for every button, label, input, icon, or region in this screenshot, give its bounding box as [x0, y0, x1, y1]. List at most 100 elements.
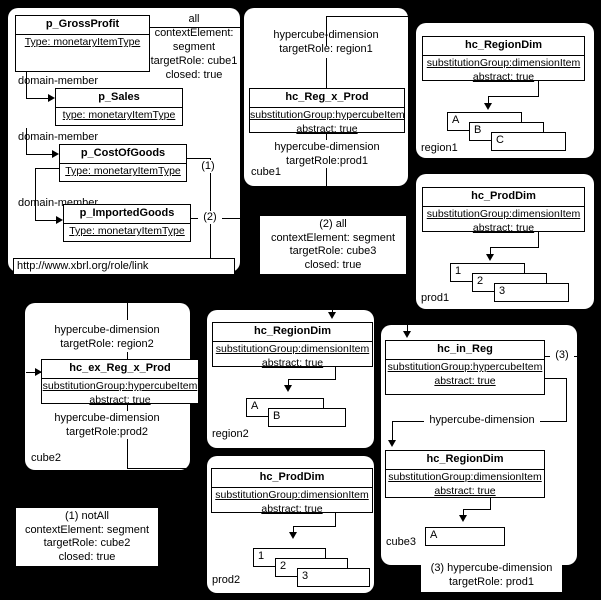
note-1: (1) notAll contextElement: segment targe…: [16, 508, 158, 566]
connector-region1-members-v1: [538, 81, 539, 96]
element-name: hc_ProdDim: [423, 188, 584, 207]
connector-prod2-members-v1: [335, 513, 336, 526]
element-box-p-gross-profit[interactable]: p_GrossProfit Type: monetaryItemType: [15, 15, 150, 72]
label-domain-member-1: domain-member: [18, 75, 99, 87]
connector-cube2-region2-v2: [127, 352, 128, 359]
element-attribute: type: monetaryItemType: [62, 109, 176, 121]
member-box[interactable]: B: [268, 408, 346, 427]
connector-cube3-dim-v1: [566, 378, 567, 408]
element-name: hc_ProdDim: [212, 469, 372, 488]
connector-prod1-members-v1: [538, 232, 539, 247]
element-box-hc-proddim-prod2[interactable]: hc_ProdDim substitutionGroup:dimensionIt…: [211, 468, 373, 516]
connector-dm1-h: [26, 98, 48, 99]
connector-cube1-region1-v1: [326, 16, 327, 46]
element-box-p-sales[interactable]: p_Sales type: monetaryItemType: [55, 88, 183, 126]
element-box-hc-reg-x-prod[interactable]: hc_Reg_x_Prod substitutionGroup:hypercub…: [249, 88, 405, 136]
connector-prod1-members-h: [490, 247, 539, 248]
element-attribute: Type: monetaryItemType: [24, 36, 141, 48]
element-name: p_ImportedGoods: [64, 205, 190, 224]
connector-prod2-members-v2: [293, 526, 294, 534]
connector-cube2-prod2-v2: [127, 439, 128, 468]
label-cube1-name: cube1: [251, 166, 281, 178]
connector-cube3-dim-v2: [566, 408, 567, 421]
element-attribute: substitutionGroup:hypercubeItem: [387, 361, 543, 373]
arrowhead-into-region2: [328, 312, 336, 319]
connector-dm3-v: [35, 168, 36, 220]
element-attribute: substitutionGroup:dimensionItem: [426, 57, 581, 69]
connector-cube3-member-v1: [490, 498, 491, 509]
element-box-hc-proddim-prod1[interactable]: hc_ProdDim substitutionGroup:dimensionIt…: [422, 187, 585, 235]
connector-region2-members-v1: [335, 367, 336, 379]
label-cube2-arc-top: hypercube-dimension targetRole: region2: [54, 324, 160, 350]
connector-cube3-member-h: [463, 509, 491, 510]
connector-dm3-h: [35, 220, 59, 221]
connector-prod1-members-v2: [490, 247, 491, 256]
connector-marker1-v: [210, 158, 211, 258]
element-attributes: substitutionGroup:dimensionItem abstract…: [423, 207, 584, 235]
element-box-hc-in-reg[interactable]: hc_in_Reg substitutionGroup:hypercubeIte…: [385, 340, 545, 395]
element-attributes: type: monetaryItemType: [56, 108, 182, 122]
element-attribute: abstract: true: [261, 357, 324, 369]
element-attribute: abstract: true: [472, 222, 535, 234]
connector-cube1-prod1-v1: [326, 133, 327, 140]
element-attributes: substitutionGroup:dimensionItem abstract…: [386, 470, 544, 498]
element-box-p-cost-of-goods[interactable]: p_CostOfGoods Type: monetaryItemType: [59, 144, 187, 182]
label-cube2-arc-bottom: hypercube-dimension targetRole:prod2: [54, 412, 160, 438]
label-cube1-arc-top: hypercube-dimension targetRole: region1: [273, 29, 378, 55]
element-attributes: substitutionGroup:hypercubeItem abstract…: [386, 360, 544, 388]
member-box[interactable]: A: [425, 527, 505, 546]
element-attributes: substitutionGroup:hypercubeItem abstract…: [250, 108, 404, 136]
connector-into-region2-v: [332, 303, 333, 315]
member-box[interactable]: C: [491, 132, 566, 151]
member-box[interactable]: 3: [494, 283, 569, 302]
element-name: p_CostOfGoods: [60, 145, 186, 164]
element-attribute: substitutionGroup:hypercubeItem: [250, 109, 404, 121]
connector-dm2-h: [26, 154, 52, 155]
arrowhead-region2-members: [284, 385, 292, 392]
element-attribute: abstract: true: [472, 71, 535, 83]
element-attribute: abstract: true: [89, 394, 151, 406]
arrowhead-into-hc-ex-reg-x-prod: [35, 368, 42, 376]
connector-dm1-v: [26, 72, 27, 98]
label-region2-name: region2: [212, 428, 249, 440]
connector-region2-members-v2: [288, 379, 289, 387]
marker-1: (1): [196, 160, 220, 173]
connector-dm2-v: [26, 128, 27, 154]
element-box-hc-regiondim-cube3[interactable]: hc_RegionDim substitutionGroup:dimension…: [385, 450, 545, 498]
connector-cube2-prod2-v1: [127, 404, 128, 411]
element-name: hc_Reg_x_Prod: [250, 89, 404, 108]
member-box[interactable]: 3: [297, 568, 370, 587]
arrowhead-cube3-member: [459, 515, 467, 522]
connector-into-cube3-v: [407, 325, 408, 335]
element-name: hc_RegionDim: [386, 451, 544, 470]
connector-cube1-prod1-h: [326, 194, 420, 195]
arrowhead-p-costofgoods: [52, 150, 59, 158]
element-name: hc_in_Reg: [386, 341, 544, 360]
element-attribute: substitutionGroup:dimensionItem: [215, 489, 369, 501]
element-attribute: substitutionGroup:dimensionItem: [215, 343, 370, 355]
label-cube1-arc-bottom: hypercube-dimension targetRole:prod1: [274, 141, 380, 167]
element-name: hc_ex_Reg_x_Prod: [42, 360, 198, 379]
element-attributes: substitutionGroup:dimensionItem abstract…: [212, 488, 372, 516]
element-box-p-imported-goods[interactable]: p_ImportedGoods Type: monetaryItemType: [63, 204, 191, 242]
arrowhead-region1-members: [484, 103, 492, 110]
element-box-hc-regiondim-region1[interactable]: hc_RegionDim substitutionGroup:dimension…: [422, 36, 585, 83]
arrowhead-p-sales: [48, 94, 55, 102]
element-attributes: Type: monetaryItemType: [16, 35, 149, 49]
element-attributes: Type: monetaryItemType: [60, 164, 186, 178]
connector-prod2-members-h: [293, 526, 336, 527]
arrowhead-prod2-members: [289, 532, 297, 539]
connector-into-cube2-h: [26, 372, 42, 373]
connector-marker1-h: [187, 158, 210, 159]
arrowhead-prod1-members: [486, 254, 494, 261]
note-2: (2) all contextElement: segment targetRo…: [260, 216, 406, 274]
label-prod2-name: prod2: [212, 574, 241, 586]
label-prod1-name: prod1: [421, 292, 450, 304]
link-role-label: http://www.xbrl.org/role/link: [13, 258, 235, 275]
element-box-hc-regiondim-region2[interactable]: hc_RegionDim substitutionGroup:dimension…: [212, 322, 373, 369]
arrowhead-p-importedgoods: [56, 216, 63, 224]
element-box-hc-ex-reg-x-prod[interactable]: hc_ex_Reg_x_Prod substitutionGroup:hyper…: [41, 359, 199, 406]
connector-region2-members-h: [288, 379, 336, 380]
element-attribute: substitutionGroup:dimensionItem: [388, 471, 542, 483]
